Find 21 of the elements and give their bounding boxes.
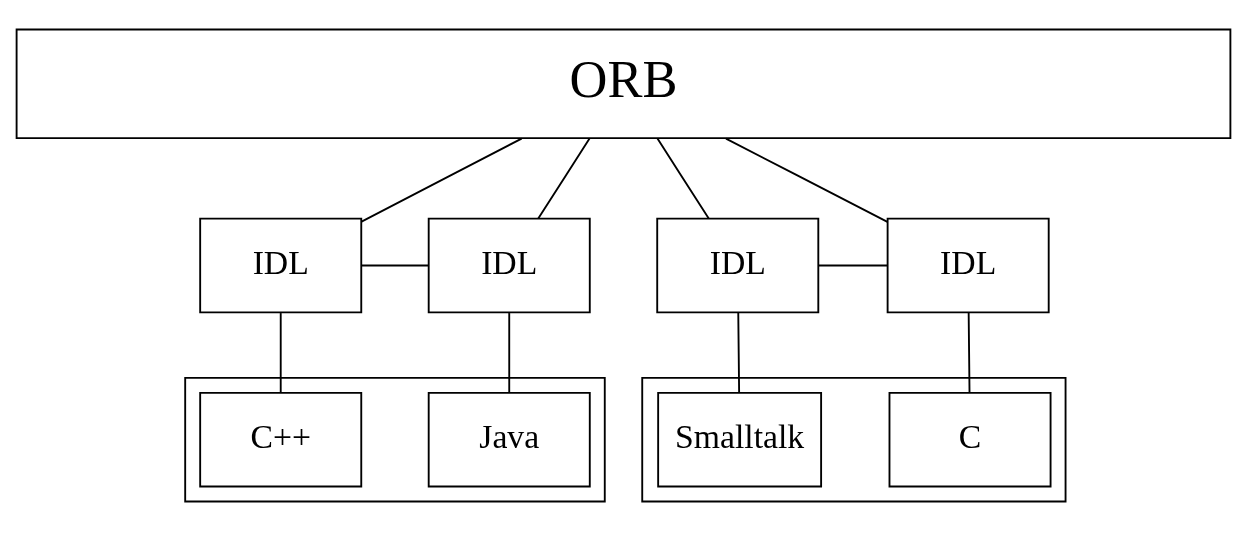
node-box: C++ bbox=[199, 391, 363, 487]
connector bbox=[508, 311, 511, 394]
connector bbox=[279, 311, 282, 394]
connector bbox=[967, 311, 971, 394]
node-box: IDL bbox=[199, 217, 363, 313]
connector bbox=[537, 137, 591, 219]
connector bbox=[725, 137, 889, 223]
node-box: IDL bbox=[886, 217, 1050, 313]
connector bbox=[737, 311, 741, 394]
node-box: C bbox=[888, 391, 1052, 487]
node-box: Java bbox=[427, 391, 591, 487]
node-box: IDL bbox=[656, 217, 820, 313]
node-box: IDL bbox=[427, 217, 591, 313]
node-box: Smalltalk bbox=[657, 391, 823, 487]
connector bbox=[361, 264, 430, 266]
cluster bbox=[184, 376, 606, 502]
connector bbox=[360, 137, 523, 223]
cluster bbox=[641, 376, 1067, 502]
node-box: ORB bbox=[15, 28, 1232, 139]
connector bbox=[656, 137, 710, 219]
connector bbox=[817, 264, 888, 266]
